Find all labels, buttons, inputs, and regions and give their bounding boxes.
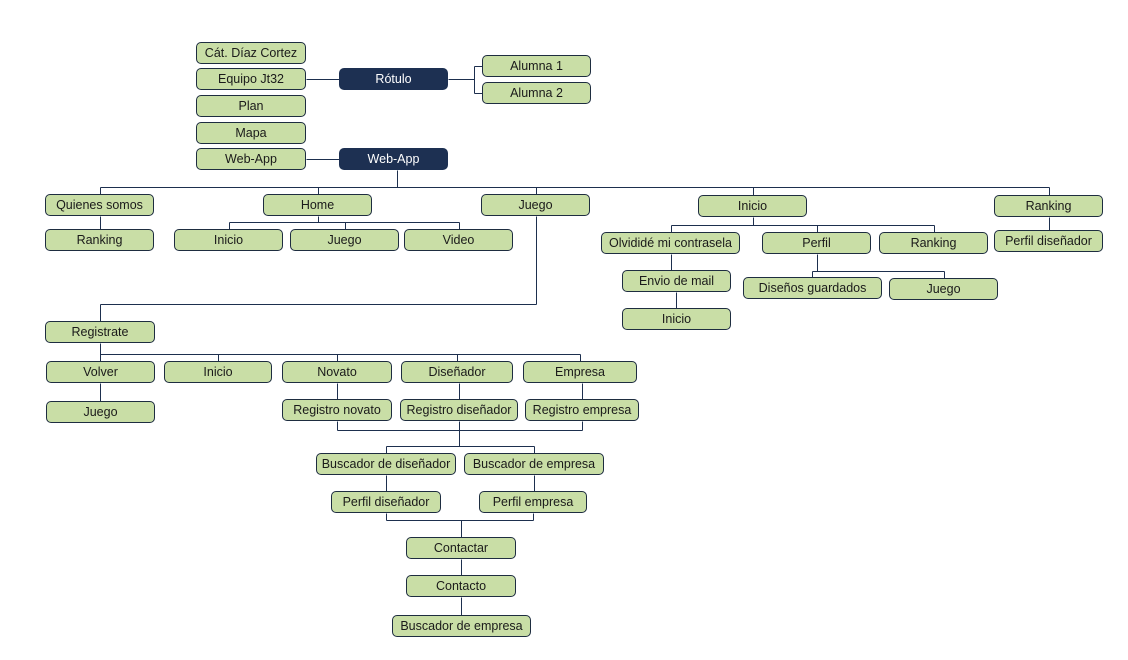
node-registro-disenador: Registro diseñador: [400, 399, 518, 421]
node-registro-novato: Registro novato: [282, 399, 392, 421]
node-contacto: Contacto: [406, 575, 516, 597]
node-envio-mail: Envio de mail: [622, 270, 731, 292]
node-juego: Juego: [481, 194, 590, 216]
node-volver: Volver: [46, 361, 155, 383]
node-home-juego: Juego: [290, 229, 399, 251]
node-plan: Plan: [196, 95, 306, 117]
node-alumna-2: Alumna 2: [482, 82, 591, 104]
node-buscador-empresa: Buscador de empresa: [464, 453, 604, 475]
node-olvide-contrasena: Olvididé mi contrasela: [601, 232, 740, 254]
node-olvide-inicio: Inicio: [622, 308, 731, 330]
node-novato: Novato: [282, 361, 392, 383]
node-final-buscador-empresa: Buscador de empresa: [392, 615, 531, 637]
node-rotulo: Rótulo: [339, 68, 448, 90]
node-catedra: Cát. Díaz Cortez: [196, 42, 306, 64]
node-home-video: Video: [404, 229, 513, 251]
node-quienes-ranking: Ranking: [45, 229, 154, 251]
node-webapp-root: Web-App: [339, 148, 448, 170]
node-registro-empresa: Registro empresa: [525, 399, 639, 421]
node-registrate: Registrate: [45, 321, 155, 343]
node-disenos-guardados: Diseños guardados: [743, 277, 882, 299]
node-empresa: Empresa: [523, 361, 637, 383]
node-perfil-juego: Juego: [889, 278, 998, 300]
node-disenador: Diseñador: [401, 361, 513, 383]
node-buscador-disenador: Buscador de diseñador: [316, 453, 456, 475]
node-inicio-ranking: Ranking: [879, 232, 988, 254]
node-perfil-disenador: Perfil diseñador: [331, 491, 441, 513]
node-volver-juego: Juego: [46, 401, 155, 423]
node-perfil-empresa: Perfil empresa: [479, 491, 587, 513]
node-quienes-somos: Quienes somos: [45, 194, 154, 216]
node-inicio: Inicio: [698, 195, 807, 217]
node-home-inicio: Inicio: [174, 229, 283, 251]
node-ranking: Ranking: [994, 195, 1103, 217]
node-perfil-disenador-top: Perfil diseñador: [994, 230, 1103, 252]
node-equipo: Equipo Jt32: [196, 68, 306, 90]
node-mapa: Mapa: [196, 122, 306, 144]
node-contactar: Contactar: [406, 537, 516, 559]
node-webapp-left: Web-App: [196, 148, 306, 170]
node-perfil: Perfil: [762, 232, 871, 254]
node-alumna-1: Alumna 1: [482, 55, 591, 77]
node-home: Home: [263, 194, 372, 216]
node-reg-inicio: Inicio: [164, 361, 272, 383]
